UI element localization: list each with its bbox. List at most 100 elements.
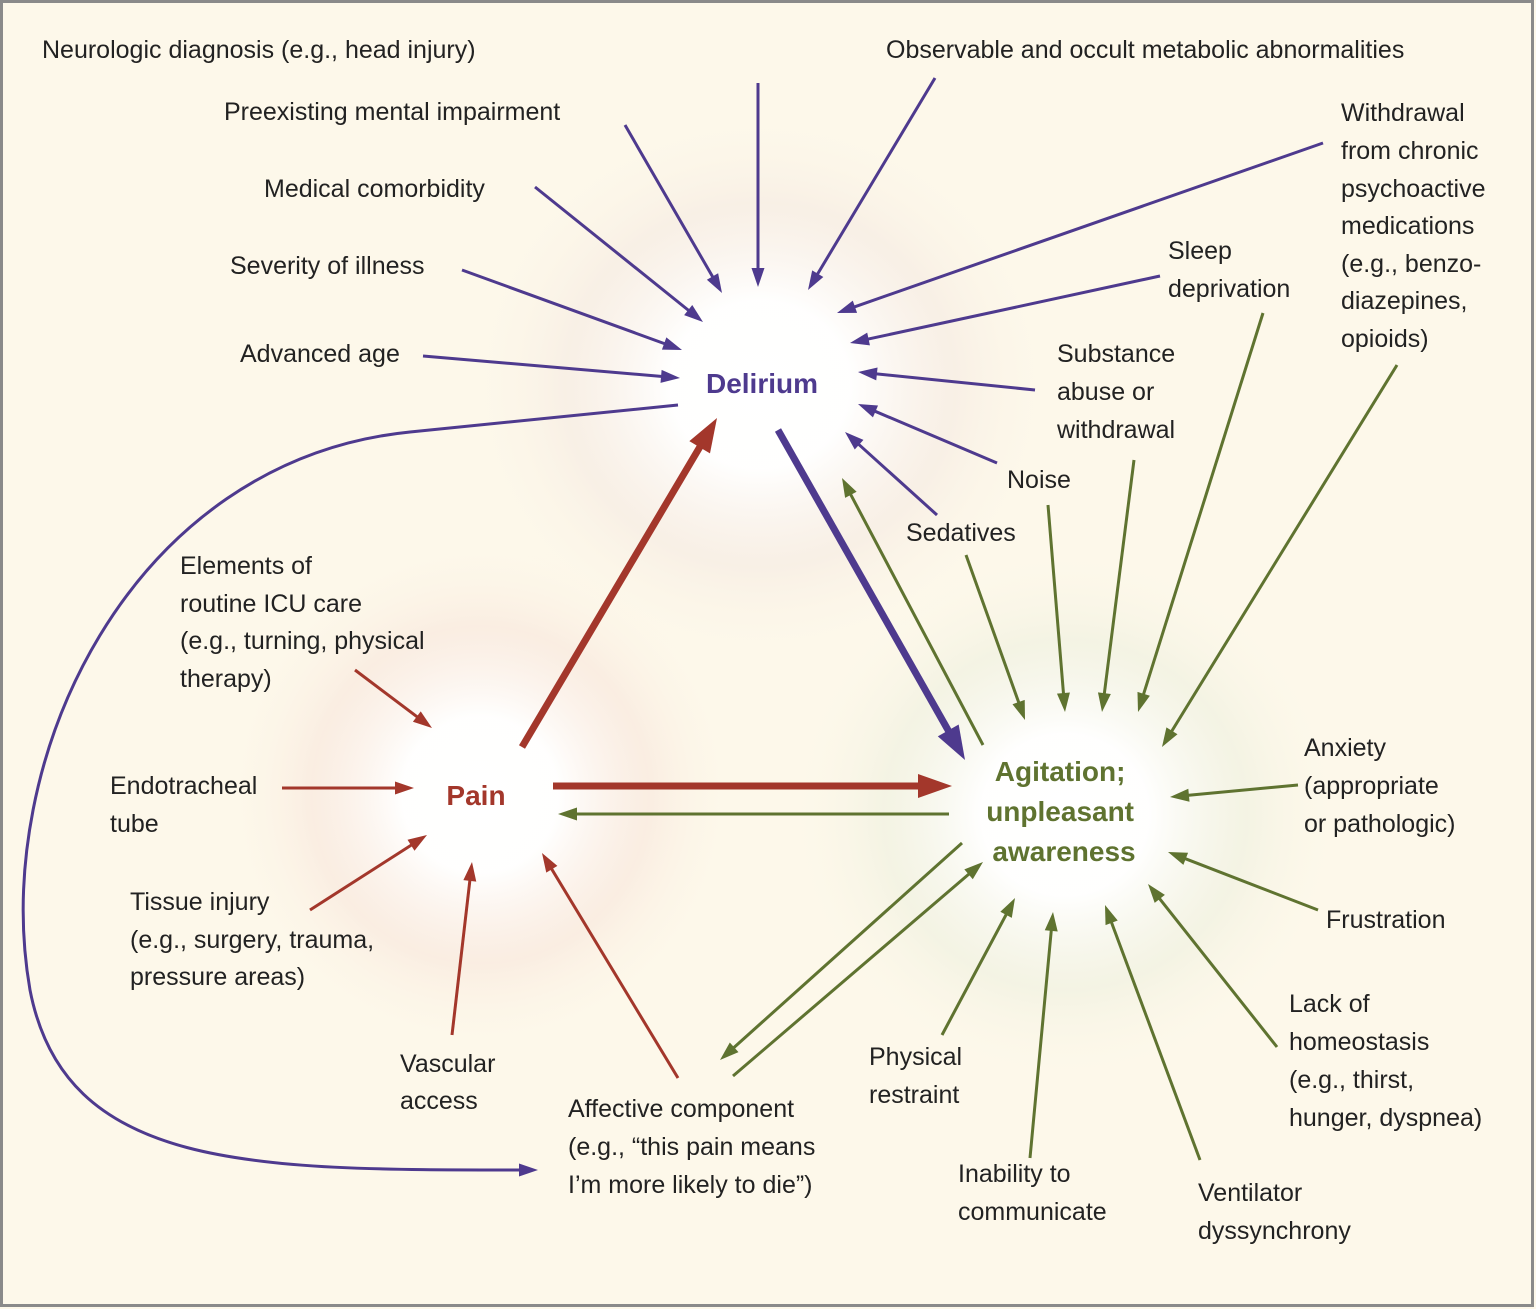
label-line: or pathologic) [1304,810,1455,838]
label-line: abuse or [1057,378,1154,406]
arrow-noise-to-delirium-head [858,404,879,418]
label-line: (e.g., surgery, trauma, [130,926,374,954]
arrow-anxiety-to-agitation [1185,783,1299,797]
label-substance-abuse: Substance abuse or withdrawal [1056,340,1182,444]
label-vascular-access: Vascular access [400,1050,502,1115]
label-line: restraint [869,1081,959,1109]
arrow-metabolic-to-delirium-head [808,270,824,290]
arrow-agitation-to-delirium-head [842,478,857,498]
arrow-delirium-to-affective [21,403,679,1172]
label-tissue-injury: Tissue injury (e.g., surgery, trauma, pr… [130,888,381,991]
arrow-tissue-to-pain-head [407,835,427,851]
agitation-hub-line: awareness [992,836,1135,867]
label-endotracheal-tube: Endotracheal tube [110,772,264,838]
arrow-restraint-to-agitation-head [1000,898,1015,918]
arrow-sedatives-to-delirium-head [845,432,864,450]
arrow-substance-to-delirium [873,372,1036,392]
label-line: Vascular [400,1050,495,1078]
arrow-delirium-to-agitation [774,428,954,737]
arrow-delirium-to-affective-head [519,1163,538,1177]
label-medical-comorbidity: Medical comorbidity [264,175,485,203]
arrow-homeostasis-to-agitation [1156,895,1279,1048]
label-line: Ventilator [1198,1179,1302,1207]
label-line: Sleep [1168,237,1232,265]
label-noise: Noise [1007,466,1071,494]
label-physical-restraint: Physical restraint [869,1043,969,1109]
arrow-ventilator-to-agitation [1109,919,1202,1161]
label-severity-of-illness: Severity of illness [230,252,425,280]
arrow-mental-to-delirium-head [706,273,722,293]
label-withdrawal-psychoactive: Withdrawal from chronic psychoactive med… [1341,99,1492,353]
label-line: (appropriate [1304,772,1439,800]
label-line: Affective component [568,1095,794,1123]
arrow-restraint-to-agitation [940,911,1009,1036]
arrow-anxiety-to-agitation-head [1170,788,1190,802]
arrow-frustration-to-agitation-head [1168,852,1189,865]
arrow-withdrawal-to-agitation-head [1162,727,1178,747]
label-line: Withdrawal [1341,99,1465,127]
arrow-agitation-to-affective-head [720,1042,739,1060]
arrow-delirium-to-agitation-head [937,724,965,760]
arrow-sleep-to-delirium-head [850,332,870,346]
label-line: Substance [1057,340,1175,368]
label-sedatives: Sedatives [906,519,1016,547]
label-line: (e.g., benzo- [1341,250,1481,278]
agitation-hub-line: Agitation; [995,756,1126,787]
arrow-agitation-to-pain-head [558,807,577,821]
label-line: Lack of [1289,990,1370,1018]
label-line: access [400,1087,478,1115]
arrow-tissue-to-pain [309,842,415,912]
arrow-comorbidity-to-delirium [534,185,692,314]
label-line: (e.g., turning, physical [180,627,425,655]
label-line: medications [1341,212,1474,240]
arrow-neurologic-to-delirium-head [751,268,765,287]
label-line: (e.g., thirst, [1289,1066,1414,1094]
arrow-agitation-to-delirium [848,491,985,746]
arrow-affective-to-agitation-head [964,862,983,880]
label-line: communicate [958,1198,1107,1226]
arrow-pain-to-agitation-head [918,774,952,798]
agitation-hub-label: Agitation; unpleasant awareness [986,756,1142,867]
delirium-hub-label: Delirium [706,368,818,399]
label-line: psychoactive [1341,175,1486,203]
label-line: deprivation [1168,275,1290,303]
arrow-severity-to-delirium [461,268,668,346]
label-anxiety: Anxiety (appropriate or pathologic) [1304,734,1455,838]
arrow-noise-to-agitation [1046,504,1066,697]
arrow-sedatives-to-delirium [855,441,939,517]
label-line: diazepines, [1341,287,1467,315]
pain-hub-label: Pain [446,780,505,811]
label-preexisting-mental-impairment: Preexisting mental impairment [224,98,560,126]
label-metabolic-abnormalities: Observable and occult metabolic abnormal… [886,36,1404,64]
arrow-age-to-delirium-head [660,369,680,383]
arrow-withdrawal-to-delirium [851,141,1324,310]
label-line: Physical [869,1043,962,1071]
arrow-withdrawal-to-delirium-head [837,300,858,313]
label-line: (e.g., “this pain means [568,1133,815,1161]
label-routine-icu-care: Elements of routine ICU care (e.g., turn… [180,552,432,693]
arrow-vascular-to-pain-head [463,862,477,882]
arrow-ventilator-to-agitation-head [1105,905,1118,926]
label-advanced-age: Advanced age [240,340,400,368]
arrow-age-to-delirium [422,354,665,379]
arrow-noise-to-delirium [872,408,998,465]
arrow-vascular-to-pain [450,877,472,1036]
label-line: Endotracheal [110,772,257,800]
arrow-metabolic-to-delirium [815,77,937,277]
arrow-pain-to-delirium-head [689,418,717,454]
label-line: homeostasis [1289,1028,1429,1056]
arrow-affective-to-agitation [732,871,972,1078]
arrow-homeostasis-to-agitation-head [1148,884,1165,903]
arrow-sedatives-to-agitation-head [1012,699,1025,720]
label-line: Tissue injury [130,888,270,916]
arrow-substance-to-agitation-head [1097,692,1111,712]
label-line: dyssynchrony [1198,1217,1351,1245]
label-line: I’m more likely to die”) [568,1171,813,1199]
label-line: Anxiety [1304,734,1386,762]
label-line: routine ICU care [180,590,362,618]
pain-glow [220,535,740,1055]
label-line: pressure areas) [130,963,305,991]
label-lack-of-homeostasis: Lack of homeostasis (e.g., thirst, hunge… [1289,990,1482,1132]
label-ventilator-dyssynchrony: Ventilator dyssynchrony [1198,1179,1351,1245]
arrow-comorbidity-to-delirium-head [684,305,703,322]
